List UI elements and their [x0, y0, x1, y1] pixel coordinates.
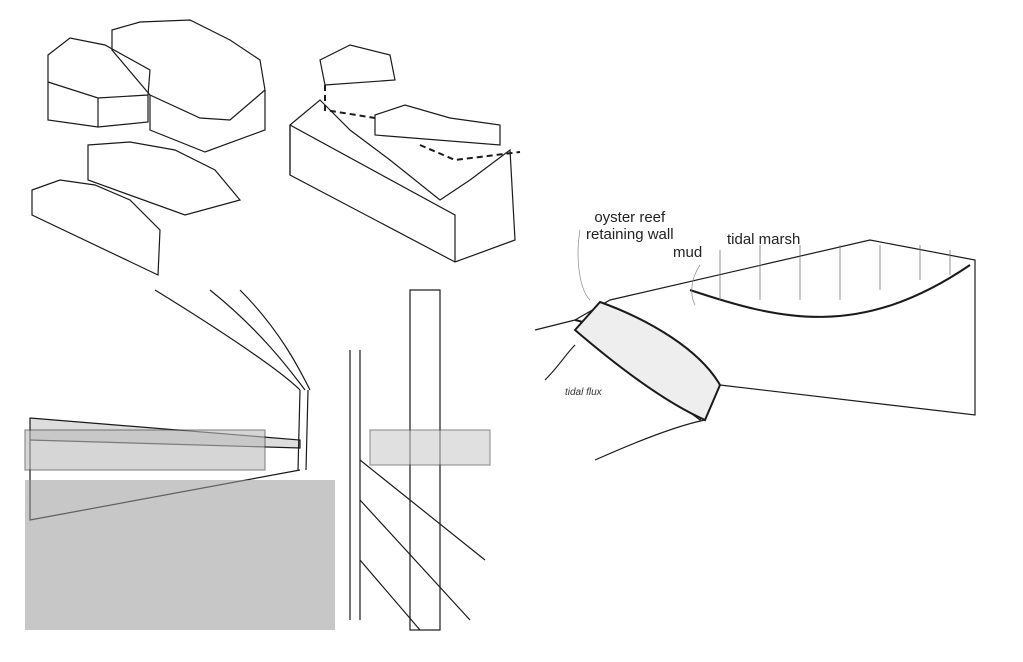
oyster-reef-line: oyster reef [594, 209, 666, 226]
tidal-marsh-label: tidal marsh [727, 231, 801, 248]
mud-label: mud [673, 244, 703, 261]
oyster-reef-label: oyster reef retaining wall [586, 209, 674, 243]
river-overpass-drawing [24, 289, 491, 631]
oyster-reef-diagram [534, 229, 976, 461]
retaining-wall-line: retaining wall [586, 226, 674, 243]
terrain-block-sketches [31, 19, 521, 276]
tidal-flux-label: tidal flux [565, 387, 602, 398]
